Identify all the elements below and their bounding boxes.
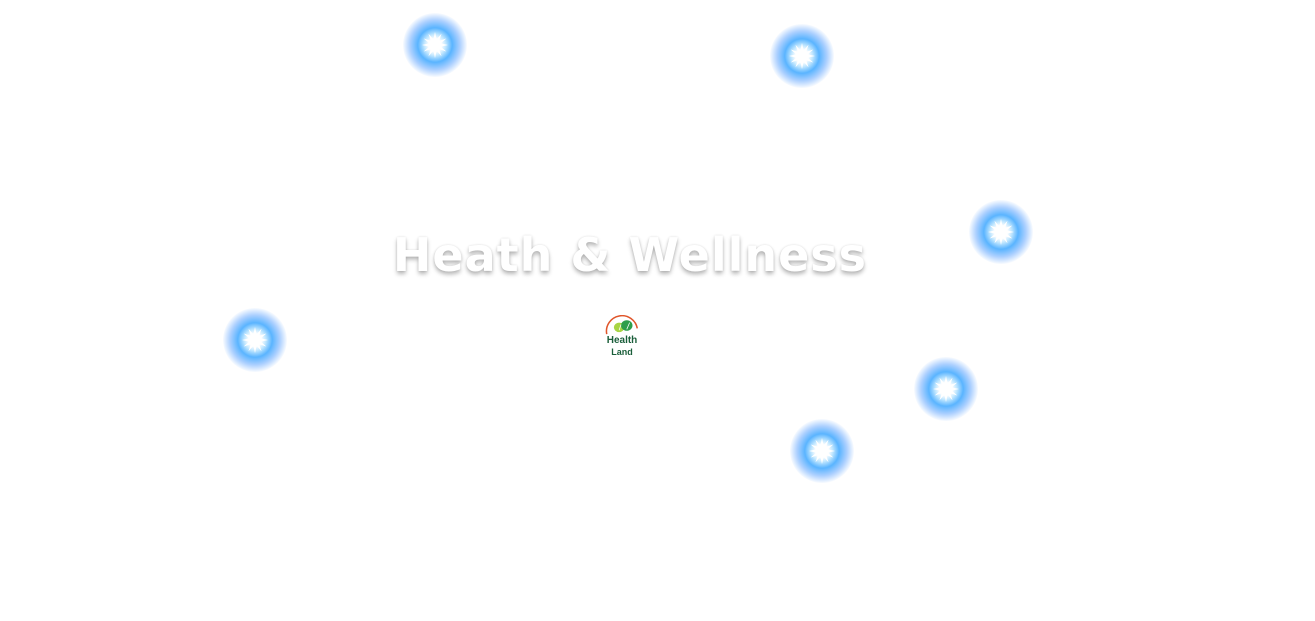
sparkle-ray xyxy=(789,43,815,69)
sparkle-ray xyxy=(933,376,959,402)
sparkle-ray xyxy=(422,32,448,58)
sparkle-icon xyxy=(914,357,978,421)
sparkle-icon xyxy=(790,419,854,483)
page-title: Heath & Wellness xyxy=(392,228,868,282)
leaf-logo-icon xyxy=(605,314,639,335)
sparkle-ray xyxy=(242,327,268,353)
sparkle-icon xyxy=(403,13,467,77)
sparkle-ray xyxy=(988,219,1014,245)
logo-line2: Land xyxy=(611,347,633,357)
sparkle-icon xyxy=(223,308,287,372)
sparkle-icon xyxy=(969,200,1033,264)
logo-line1: Health xyxy=(606,335,638,346)
sparkle-icon xyxy=(770,24,834,88)
health-land-logo: Health Land xyxy=(602,314,642,359)
sparkle-ray xyxy=(809,438,835,464)
